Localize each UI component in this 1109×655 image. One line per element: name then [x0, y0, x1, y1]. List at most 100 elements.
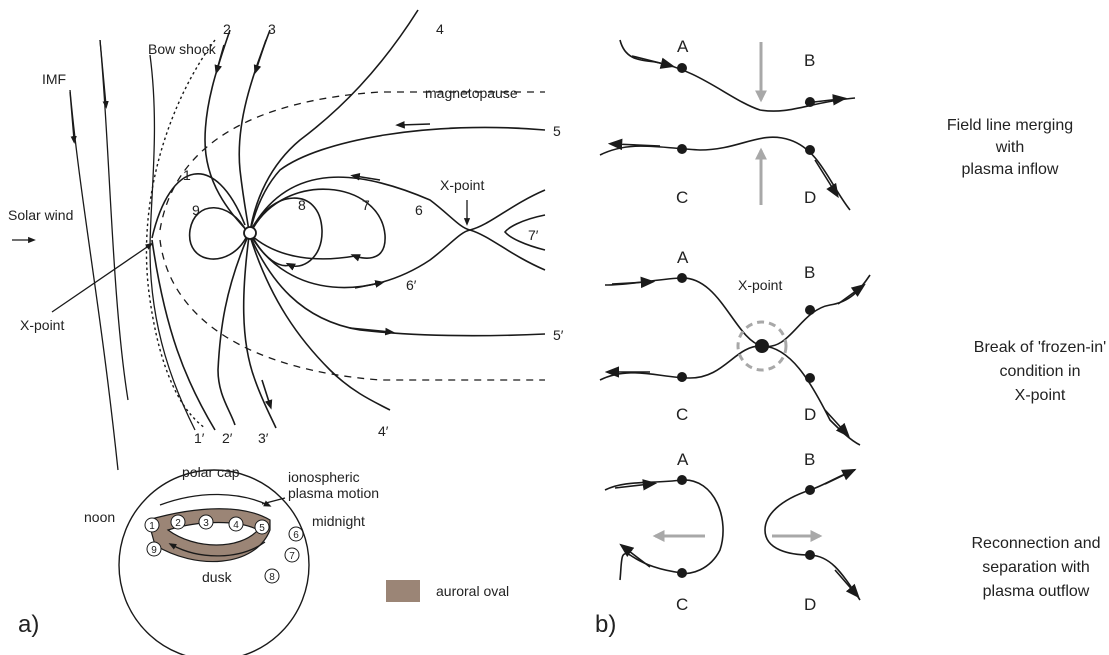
row3-arrow-b	[825, 472, 850, 484]
row1-caption-line1: Field line merging	[947, 117, 1073, 134]
row3-label-a: A	[677, 450, 689, 469]
field-line-2-arrow	[217, 45, 224, 70]
imf-line-2	[100, 40, 128, 400]
polar-cap-label: polar cap	[182, 464, 240, 480]
row3-caption-line1: Reconnection and	[972, 535, 1101, 552]
point-d-1	[805, 145, 815, 155]
row3-caption: Reconnection and separation with plasma …	[972, 535, 1101, 600]
oval-num-9: 9	[151, 545, 157, 556]
point-b-2	[805, 305, 815, 315]
oval-num-6: 6	[293, 530, 299, 541]
row3-label-b: B	[804, 450, 815, 469]
line-num-6p: 6′	[406, 277, 417, 293]
x-point-day-arrow	[52, 245, 150, 312]
row1-label-b: B	[804, 51, 815, 70]
field-line-7-prime	[505, 215, 545, 250]
reconnection-steps: A B C D A B C D X-point	[595, 37, 1106, 638]
row2-arrow-a	[612, 282, 648, 284]
line-num-1p: 1′	[194, 430, 205, 446]
line-num-9: 9	[192, 202, 200, 218]
panel-a-label: a)	[18, 611, 39, 638]
oval-num-5: 5	[259, 523, 265, 534]
row2-x-point-label: X-point	[738, 277, 782, 293]
row1-caption-line3: plasma inflow	[962, 161, 1059, 178]
row1-arrow-c	[615, 144, 660, 146]
row1-caption-line2: with	[995, 139, 1024, 156]
imf-line	[70, 90, 118, 470]
field-line-6-prime-arrow	[355, 283, 380, 288]
row1-label-a: A	[677, 37, 689, 56]
line-num-3: 3	[268, 21, 276, 37]
line-num-5: 5	[553, 123, 561, 139]
noon-label: noon	[84, 509, 115, 525]
point-a-3	[677, 475, 687, 485]
ionosphere-diagram: 1 2 3 4 5 6 7 8 9 polar cap ionospheric …	[84, 464, 509, 655]
magnetopause-upper	[160, 92, 545, 230]
row2-caption-line2: condition in	[1000, 363, 1081, 380]
x-point-day-label: X-point	[20, 317, 64, 333]
row3-caption-line2: separation with	[982, 559, 1090, 576]
row2-arrow-b	[838, 288, 860, 304]
solar-wind-label: Solar wind	[8, 207, 73, 223]
row3-arrow-c	[625, 548, 650, 567]
row3-line-a	[605, 480, 723, 573]
oval-num-4: 4	[233, 520, 239, 531]
point-a-1	[677, 63, 687, 73]
row1-line-ab	[620, 40, 855, 111]
field-line-6-prime	[251, 230, 545, 288]
line-num-7p: 7′	[528, 227, 539, 243]
auroral-oval-legend-label: auroral oval	[436, 583, 509, 599]
field-line-5-arrow	[400, 124, 430, 125]
polar-cap-circle	[119, 470, 309, 655]
line-num-4p: 4′	[378, 423, 389, 439]
row2-caption-line1: Break of 'frozen-in'	[974, 339, 1106, 356]
row2-label-a: A	[677, 248, 689, 267]
oval-num-3: 3	[203, 518, 209, 529]
row-merging: A B C D	[600, 37, 855, 210]
row2-label-b: B	[804, 263, 815, 282]
point-c-2	[677, 372, 687, 382]
magnetosphere-diagram: IMF Bow shock Solar wind magnetopause X-…	[8, 10, 564, 470]
field-line-6	[251, 177, 545, 230]
magnetopause-label: magnetopause	[425, 85, 518, 101]
midnight-label: midnight	[312, 513, 365, 529]
dusk-label: dusk	[202, 569, 233, 585]
oval-num-2: 2	[175, 518, 181, 529]
oval-num-1: 1	[149, 521, 155, 532]
bow-shock	[146, 40, 215, 428]
point-d-2	[805, 373, 815, 383]
row3-arrow-d	[835, 570, 855, 593]
line-num-4: 4	[436, 21, 444, 37]
row2-label-d: D	[804, 405, 816, 424]
field-line-3-arrow	[256, 40, 266, 70]
plasma-motion-label-2: plasma motion	[288, 485, 379, 501]
line-num-5p: 5′	[553, 327, 564, 343]
imf-arrow-2	[100, 40, 106, 105]
row1-caption: Field line merging with plasma inflow	[947, 117, 1073, 178]
point-c-3	[677, 568, 687, 578]
row2-arrow-d	[825, 410, 845, 432]
field-line-2	[205, 30, 248, 232]
row-xpoint: A B C D X-point	[600, 248, 870, 445]
row1-label-c: C	[676, 188, 688, 207]
row3-line-c	[620, 554, 682, 580]
field-line-5-prime	[250, 236, 545, 336]
line-num-7: 7	[362, 197, 370, 213]
magnetopause-lower	[160, 240, 545, 380]
line-num-3p: 3′	[258, 430, 269, 446]
field-line-5	[250, 127, 545, 232]
x-point-tail-label: X-point	[440, 177, 484, 193]
x-point-dot	[755, 339, 769, 353]
point-c-1	[677, 144, 687, 154]
row2-label-c: C	[676, 405, 688, 424]
point-b-3	[805, 485, 815, 495]
line-num-6: 6	[415, 202, 423, 218]
field-line-7-lower	[252, 236, 355, 259]
line-num-8: 8	[298, 197, 306, 213]
field-line-4-prime	[250, 236, 390, 410]
oval-num-7: 7	[289, 551, 295, 562]
plasma-motion-label-1: ionospheric	[288, 469, 360, 485]
auroral-oval-legend-swatch	[386, 580, 420, 602]
field-line-2-prime	[218, 236, 248, 425]
row3-label-c: C	[676, 595, 688, 614]
